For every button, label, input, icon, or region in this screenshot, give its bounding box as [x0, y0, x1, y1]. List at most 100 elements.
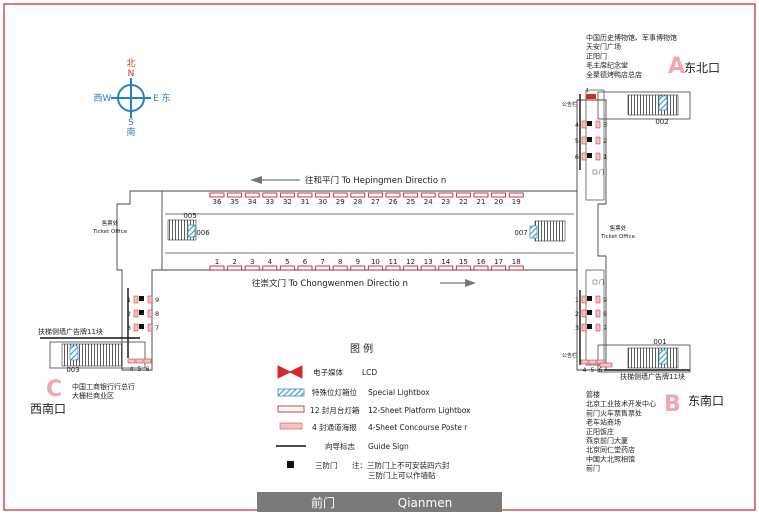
station-name-cn: 前门 — [311, 495, 335, 510]
concourse-poster — [133, 323, 139, 332]
blast-door — [587, 324, 592, 329]
concourse-poster — [127, 358, 136, 364]
compass-east-cn: 东 — [161, 92, 170, 104]
platform-lightbox — [262, 192, 278, 198]
concourse-poster — [581, 136, 587, 145]
platform-lightbox — [491, 192, 507, 198]
platform-lightbox-number: 25 — [406, 198, 415, 206]
platform-lightbox-number: 2 — [232, 258, 236, 266]
poster-number: 9 — [155, 296, 159, 304]
compass-north-cn: 北 — [126, 58, 135, 69]
platform-lightbox — [473, 265, 489, 271]
stair-area-b — [597, 344, 691, 373]
concourse-poster — [147, 309, 153, 318]
compass-west-cn: 西 — [93, 93, 102, 104]
platform-lightbox-number: 17 — [494, 258, 503, 266]
platform-lightbox-number: 7 — [320, 258, 324, 266]
platform-lightbox — [367, 192, 383, 198]
blast-door — [587, 153, 592, 158]
legend-special-lightbox-icon — [277, 388, 305, 397]
platform-lightbox-number: 29 — [336, 198, 345, 206]
legend-12-sheet-cn: 12 封月台灯箱 — [310, 405, 360, 415]
poster-number: 3 — [575, 324, 579, 332]
station-name-en: Qianmen — [398, 496, 452, 510]
platform-lightbox-number: 4 — [268, 258, 273, 266]
platform-lightbox-number: 23 — [441, 198, 450, 206]
platform-lightbox — [244, 192, 260, 198]
platform-lightbox — [491, 265, 507, 271]
platform-lightbox — [385, 192, 401, 198]
concourse-poster — [135, 358, 144, 364]
platform-lightbox — [209, 265, 225, 271]
special-lightbox-001 — [658, 349, 668, 365]
concourse-poster — [581, 152, 587, 161]
platform-lightbox — [508, 265, 524, 271]
phone-label-se: 公告栏 — [562, 352, 577, 359]
legend-lcd-cn: 电子媒体 — [313, 367, 343, 377]
poster-number: 3 — [603, 121, 607, 129]
concourse-poster — [588, 359, 597, 365]
legend-door-icon — [287, 461, 294, 468]
platform-lightbox-number: 1 — [215, 258, 219, 266]
bottom-direction: 往崇文门 To Chongwenmen Directio n — [252, 278, 476, 289]
stairs-b — [627, 347, 679, 369]
legend-door-cn: 三防门 — [315, 460, 338, 470]
station-name-bar — [257, 492, 502, 512]
landmark-name: 前门火车票售票处 — [586, 408, 642, 417]
poster-number: 6 — [575, 153, 579, 161]
poster-number: 4 — [129, 365, 133, 373]
top-direction-text: 往和平门 To Hepingmen Directio n — [305, 175, 446, 186]
lightbox-005-label: 005 — [183, 212, 196, 220]
landmark-name: 中国工商银行行总行 — [72, 382, 135, 391]
landmark-name: 中国历史博物馆、军事博物馆 — [586, 33, 677, 42]
platform-lightbox-number: 35 — [230, 198, 239, 206]
compass: 北 N S 南 西 W E 东 — [93, 58, 170, 138]
platform-lightbox-number: 31 — [301, 198, 310, 206]
concourse-poster — [580, 359, 589, 365]
phone-label-ne: 公告栏 — [562, 101, 577, 108]
platform-lightbox — [438, 265, 454, 271]
compass-south: S — [128, 118, 134, 128]
exit-b-name: 东南口 — [688, 393, 724, 408]
compass-east: E — [153, 94, 159, 104]
platform-lightbox-number: 22 — [459, 198, 468, 206]
platform-lightbox-number: 3 — [250, 258, 254, 266]
poster-number: 7 — [603, 324, 607, 332]
platform-lightbox — [297, 192, 313, 198]
corridor-se — [585, 269, 605, 366]
poster-number: 6 — [145, 365, 149, 373]
platform-lightbox — [227, 192, 243, 198]
platform-lightbox — [385, 265, 401, 271]
concourse-poster — [133, 295, 139, 304]
special-lightbox-002 — [658, 95, 668, 111]
door-ne-label: 门 — [599, 169, 604, 176]
concourse-poster — [133, 309, 139, 318]
station-outline — [116, 99, 607, 371]
ticket-office-left-en: Ticket Office — [92, 229, 128, 235]
platform-lightbox-number: 15 — [459, 258, 468, 266]
landmark-name: 天安门广场 — [586, 42, 621, 51]
blast-door — [587, 310, 592, 315]
platform-lightbox — [227, 265, 243, 271]
platform-lightbox — [332, 265, 348, 271]
landmark-name: 正阳门 — [586, 51, 607, 60]
platform-lightbox-number: 5 — [285, 258, 289, 266]
poster-number: 8 — [603, 310, 607, 318]
poster-number: 9 — [603, 296, 607, 304]
platform-lightbox — [367, 265, 383, 271]
door-se-label: 门 — [599, 279, 604, 286]
bottom-arrow-head — [465, 279, 476, 287]
poster-number: 1 — [575, 296, 579, 304]
special-lightbox-003 — [69, 345, 79, 361]
platform-lightbox-number: 21 — [477, 198, 486, 206]
legend-4-sheet-en: 4-Sheet Concourse Poste r — [368, 423, 468, 432]
platform-lightbox — [279, 192, 295, 198]
platform-lightbox — [473, 192, 489, 198]
platform-lightbox — [315, 265, 331, 271]
landmark-name: 箭楼 — [586, 390, 600, 399]
platform-lightbox-number: 12 — [406, 258, 415, 266]
platform-lightbox — [244, 265, 260, 271]
